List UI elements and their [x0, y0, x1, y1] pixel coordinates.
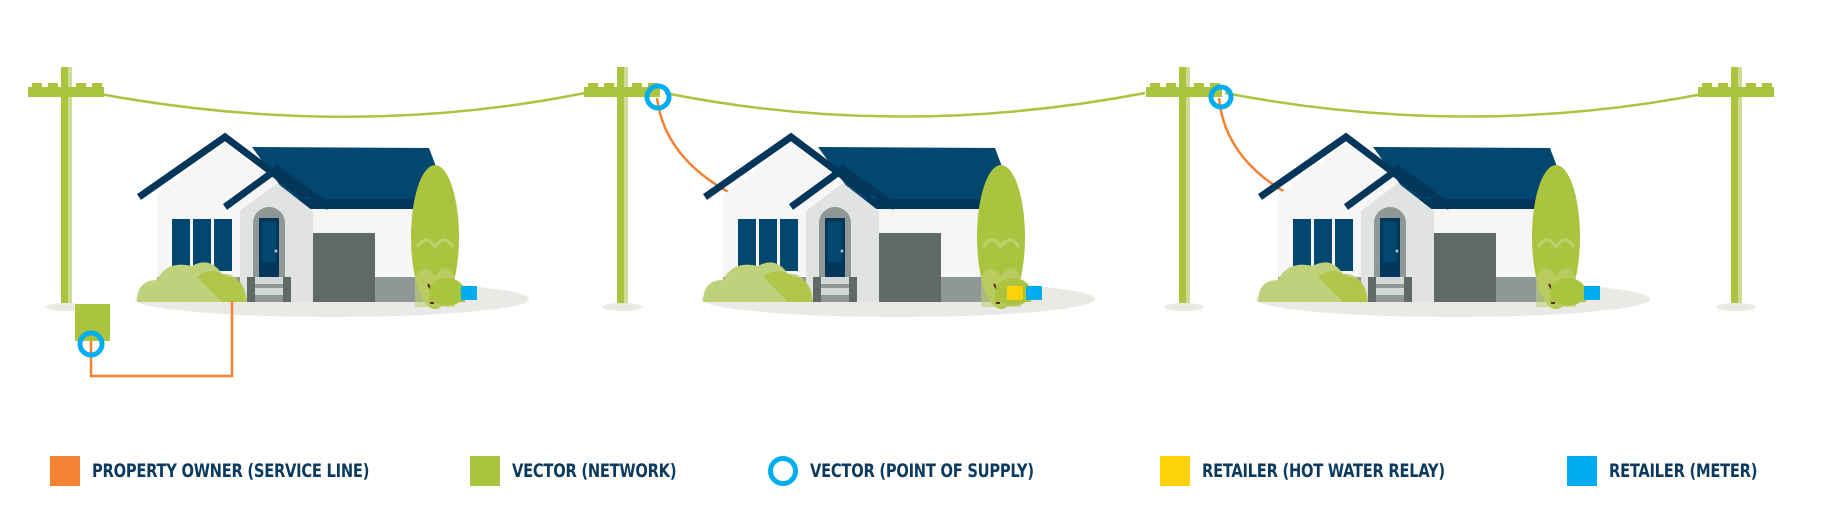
point-of-supply-ring — [644, 83, 672, 111]
legend-item-property-owner: PROPERTY OWNER (SERVICE LINE) — [50, 456, 414, 486]
legend-label: VECTOR (NETWORK) — [512, 460, 677, 482]
point-of-supply-ring — [1208, 84, 1234, 110]
blue-swatch-icon — [1567, 456, 1597, 486]
hot-water-relay-icon — [1007, 286, 1023, 300]
legend-label: RETAILER (HOT WATER RELAY) — [1202, 460, 1445, 482]
legend-item-vector-point-of-supply: VECTOR (POINT OF SUPPLY) — [768, 456, 1070, 486]
service-line — [89, 301, 234, 378]
green-swatch-icon — [470, 456, 500, 486]
yellow-swatch-icon — [1160, 456, 1190, 486]
house-3 — [1208, 84, 1650, 317]
blue-ring-icon — [768, 456, 798, 486]
meter-icon — [461, 286, 477, 300]
legend-label: RETAILER (METER) — [1609, 460, 1758, 482]
legend: PROPERTY OWNER (SERVICE LINE) VECTOR (NE… — [0, 456, 1821, 486]
meter-icon — [1026, 286, 1042, 300]
power-pole — [28, 67, 104, 311]
legend-label: VECTOR (POINT OF SUPPLY) — [810, 460, 1034, 482]
meter-icon — [1584, 286, 1600, 300]
network-lines — [99, 91, 1709, 118]
orange-swatch-icon — [50, 456, 80, 486]
house-2 — [644, 83, 1095, 317]
legend-item-retailer-meter: RETAILER (METER) — [1567, 456, 1781, 486]
legend-label: PROPERTY OWNER (SERVICE LINE) — [92, 460, 370, 482]
electricity-responsibility-diagram — [28, 67, 1774, 378]
legend-item-vector-network: VECTOR (NETWORK) — [470, 456, 703, 486]
house-1 — [75, 137, 529, 378]
power-pole — [1698, 67, 1774, 311]
legend-item-retailer-hot-water-relay: RETAILER (HOT WATER RELAY) — [1160, 456, 1484, 486]
point-of-supply-ring — [77, 330, 105, 358]
